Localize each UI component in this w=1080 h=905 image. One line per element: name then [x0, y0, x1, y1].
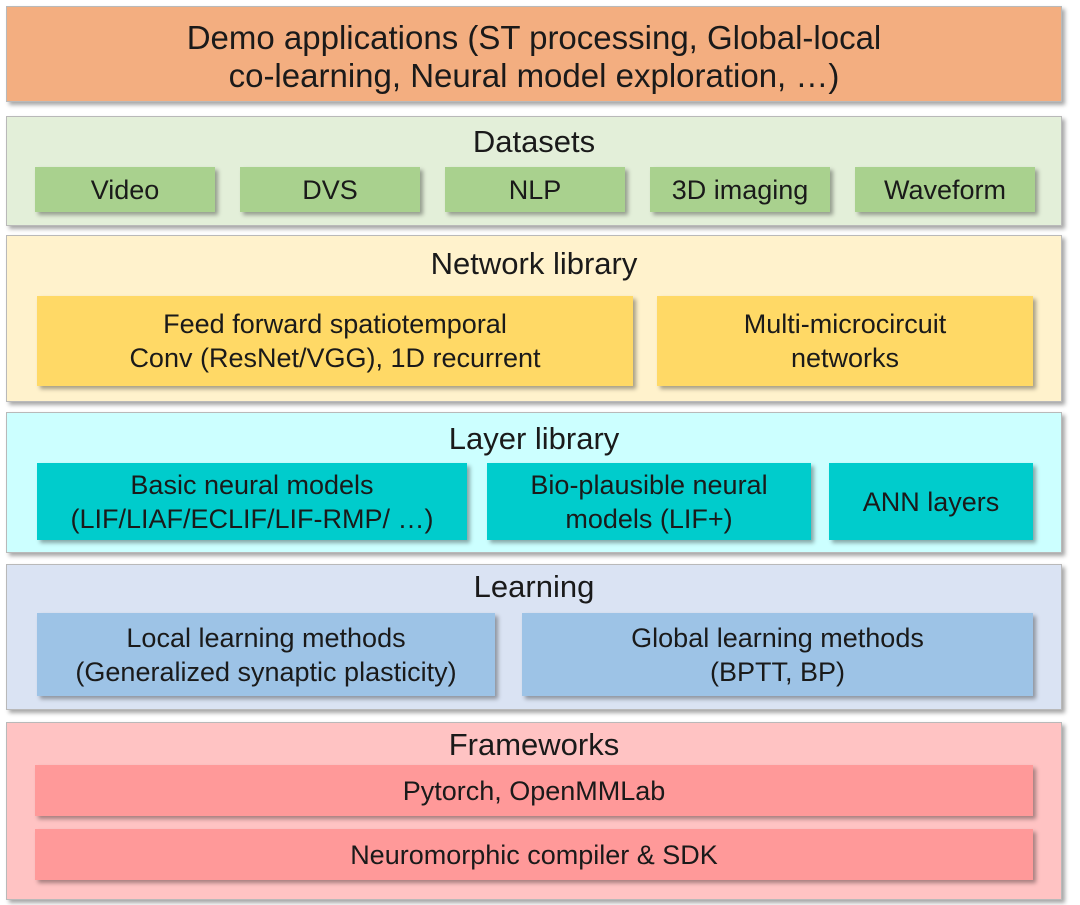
- datasets-layer: Datasets Video DVS NLP 3D imaging Wavefo…: [6, 116, 1062, 226]
- dataset-dvs-box: DVS: [240, 167, 420, 212]
- feed-forward-network-box: Feed forward spatiotemporal Conv (ResNet…: [37, 296, 633, 386]
- dataset-nlp-box: NLP: [445, 167, 625, 212]
- datasets-title: Datasets: [472, 124, 596, 159]
- dataset-video-box: Video: [35, 167, 215, 212]
- dataset-waveform-box: Waveform: [855, 167, 1035, 212]
- multi-microcircuit-network-box: Multi-microcircuit networks: [657, 296, 1033, 386]
- learning-title: Learning: [473, 569, 595, 604]
- frameworks-title: Frameworks: [448, 727, 620, 762]
- dataset-3d-imaging-box: 3D imaging: [650, 167, 830, 212]
- global-learning-methods-box: Global learning methods (BPTT, BP): [522, 613, 1033, 696]
- basic-neural-models-box: Basic neural models (LIF/LIAF/ECLIF/LIF-…: [37, 463, 467, 540]
- layer-library-title: Layer library: [448, 421, 620, 456]
- network-library-title: Network library: [430, 246, 638, 281]
- learning-layer: Learning Local learning methods (General…: [6, 564, 1062, 710]
- ann-layers-box: ANN layers: [829, 463, 1033, 540]
- neuromorphic-compiler-sdk-box: Neuromorphic compiler & SDK: [35, 829, 1033, 880]
- demo-applications-text: Demo applications (ST processing, Global…: [186, 19, 882, 94]
- local-learning-methods-box: Local learning methods (Generalized syna…: [37, 613, 495, 696]
- network-library-layer: Network library Feed forward spatiotempo…: [6, 235, 1062, 402]
- layer-library-layer: Layer library Basic neural models (LIF/L…: [6, 412, 1062, 553]
- bio-plausible-models-box: Bio-plausible neural models (LIF+): [487, 463, 811, 540]
- pytorch-openmmlab-box: Pytorch, OpenMMLab: [35, 765, 1033, 816]
- frameworks-layer: Frameworks Pytorch, OpenMMLab Neuromorph…: [6, 722, 1062, 900]
- demo-applications-layer: Demo applications (ST processing, Global…: [6, 6, 1062, 102]
